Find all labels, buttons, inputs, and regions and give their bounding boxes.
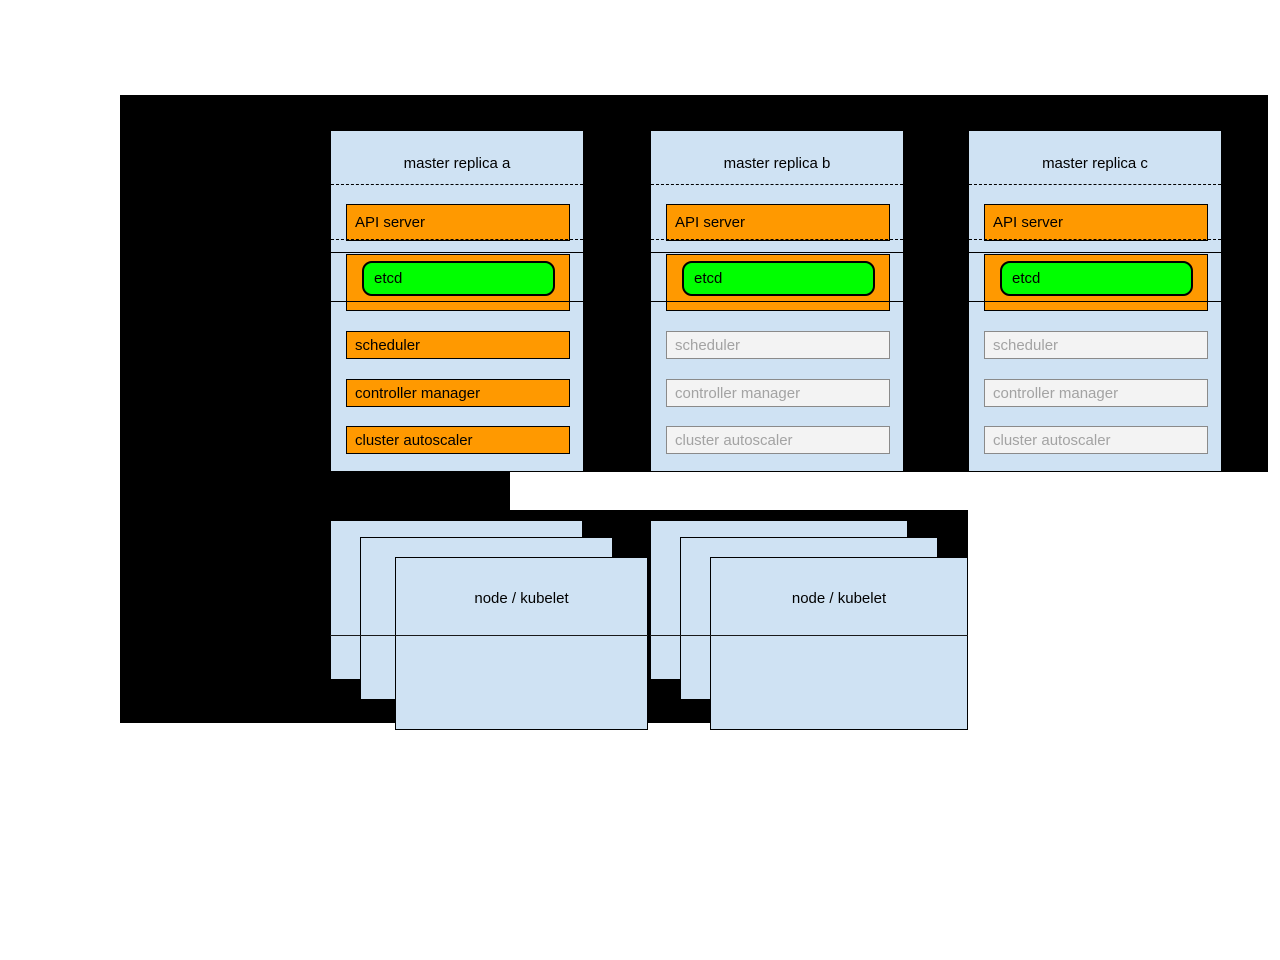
etcd-label: etcd bbox=[1012, 270, 1041, 287]
node-kubelet-label: node / kubelet bbox=[791, 590, 887, 607]
api-server-box: API server bbox=[666, 204, 890, 241]
controller-manager-label: controller manager bbox=[675, 384, 801, 402]
api-server-label: API server bbox=[993, 214, 1064, 231]
master-replica-title: master replica b bbox=[723, 155, 831, 172]
etcd-container-box: etcd bbox=[666, 254, 890, 311]
scheduler-label: scheduler bbox=[675, 336, 741, 354]
divider-dashed bbox=[969, 239, 1221, 240]
divider-dashed bbox=[331, 184, 583, 185]
cluster-autoscaler-label: cluster autoscaler bbox=[993, 431, 1111, 449]
divider-solid bbox=[969, 301, 1221, 302]
api-server-label: API server bbox=[675, 214, 746, 231]
api-server-box: API server bbox=[346, 204, 570, 241]
api-server-label: API server bbox=[355, 214, 426, 231]
cluster-autoscaler-box: cluster autoscaler bbox=[984, 426, 1208, 454]
scheduler-box: scheduler bbox=[984, 331, 1208, 359]
divider-solid bbox=[331, 252, 583, 253]
node-kubelet-label: node / kubelet bbox=[474, 590, 569, 607]
master-replica-c-panel: master replica c API server etcd schedul… bbox=[968, 130, 1222, 472]
scheduler-box: scheduler bbox=[346, 331, 570, 359]
cluster-autoscaler-label: cluster autoscaler bbox=[355, 431, 473, 449]
controller-manager-box: controller manager bbox=[984, 379, 1208, 407]
node-stack1-divider bbox=[330, 635, 648, 636]
scheduler-label: scheduler bbox=[993, 336, 1059, 354]
etcd-box: etcd bbox=[682, 261, 875, 296]
controller-manager-label: controller manager bbox=[993, 384, 1119, 402]
divider-solid bbox=[331, 301, 583, 302]
cluster-autoscaler-box: cluster autoscaler bbox=[666, 426, 890, 454]
divider-dashed bbox=[651, 184, 903, 185]
scheduler-box: scheduler bbox=[666, 331, 890, 359]
divider-dashed bbox=[969, 184, 1221, 185]
master-replica-b-panel: master replica b API server etcd schedul… bbox=[650, 130, 904, 472]
divider-solid bbox=[651, 301, 903, 302]
etcd-container-box: etcd bbox=[346, 254, 570, 311]
node-stack1-front-box: node / kubelet bbox=[395, 557, 648, 730]
divider-dashed bbox=[331, 239, 583, 240]
controller-manager-label: controller manager bbox=[355, 384, 481, 402]
master-replica-title: master replica c bbox=[1042, 155, 1148, 172]
node-stack2-front-box: node / kubelet bbox=[710, 557, 968, 730]
master-replica-title: master replica a bbox=[403, 155, 511, 172]
divider-solid bbox=[969, 252, 1221, 253]
cluster-autoscaler-box: cluster autoscaler bbox=[346, 426, 570, 454]
divider-solid bbox=[651, 252, 903, 253]
node-stack2-divider bbox=[650, 635, 968, 636]
controller-manager-box: controller manager bbox=[666, 379, 890, 407]
controller-manager-box: controller manager bbox=[346, 379, 570, 407]
master-replica-a-panel: master replica a API server etcd schedul… bbox=[330, 130, 584, 472]
scheduler-label: scheduler bbox=[355, 336, 421, 354]
etcd-box: etcd bbox=[362, 261, 555, 296]
cluster-autoscaler-label: cluster autoscaler bbox=[675, 431, 793, 449]
divider-dashed bbox=[651, 239, 903, 240]
etcd-box: etcd bbox=[1000, 261, 1193, 296]
etcd-label: etcd bbox=[694, 270, 723, 287]
etcd-label: etcd bbox=[374, 270, 403, 287]
etcd-container-box: etcd bbox=[984, 254, 1208, 311]
api-server-box: API server bbox=[984, 204, 1208, 241]
